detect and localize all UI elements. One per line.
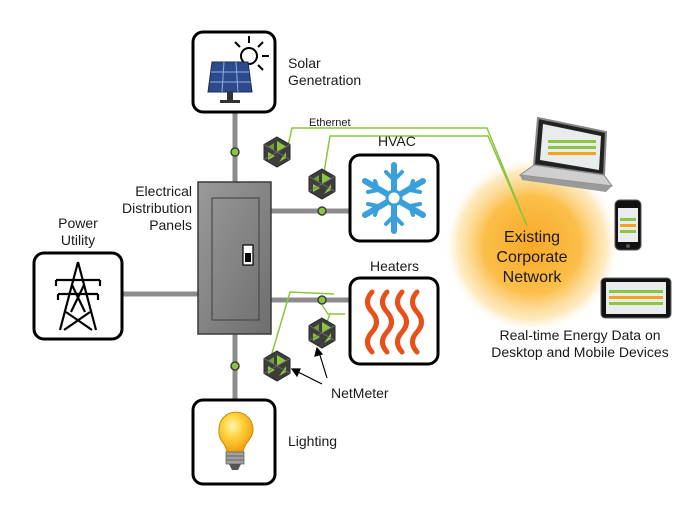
- netmeter-icon: [263, 350, 291, 382]
- realtime-label: Real-time Energy Data on Desktop and Mob…: [491, 327, 669, 360]
- light-bulb-icon: [191, 398, 277, 486]
- hvac-label: HVAC: [378, 133, 416, 149]
- network-label: Existing Corporate Network: [496, 229, 568, 286]
- transmission-tower-icon: [32, 251, 124, 341]
- heat-waves-icon: [348, 276, 440, 366]
- panels-label: Electrical Distribution Panels: [121, 183, 192, 233]
- netmeter-icon: [263, 136, 291, 168]
- laptop-icon: [518, 116, 614, 192]
- heaters-label: Heaters: [370, 258, 420, 274]
- snowflake-icon: [348, 153, 440, 243]
- solar-label: Solar Genetration: [288, 55, 362, 88]
- smartphone-icon: [614, 199, 642, 251]
- ethernet-label: Ethernet: [309, 117, 351, 129]
- network-glow: [444, 157, 620, 333]
- distribution-panel: [197, 181, 272, 335]
- tablet-icon: [600, 277, 672, 319]
- utility-label: Power Utility: [58, 215, 98, 248]
- junction-dots: [230, 147, 327, 371]
- netmeter-icon: [308, 168, 336, 200]
- netmeter-arrows: [290, 346, 328, 385]
- lighting-label: Lighting: [288, 433, 338, 449]
- solar-panel-icon: [191, 30, 277, 114]
- netmeter-icon: [308, 317, 336, 349]
- netmeter-label: NetMeter: [331, 385, 389, 401]
